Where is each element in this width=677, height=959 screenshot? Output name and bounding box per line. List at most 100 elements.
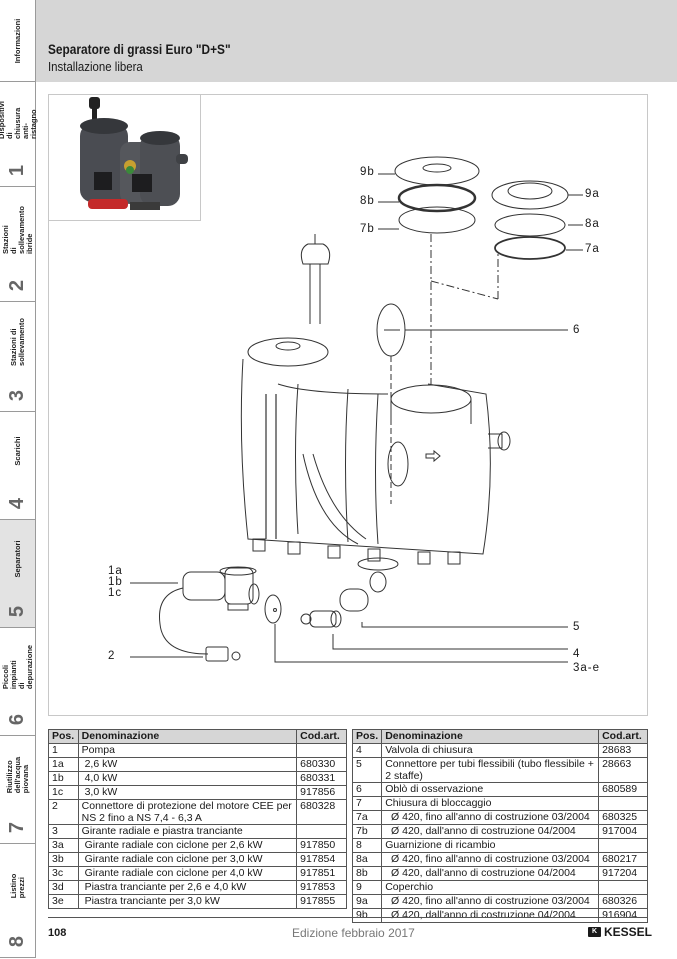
sidebar-tab-7[interactable]: Riutilizzo dell'acqua piovana 7 <box>0 736 35 844</box>
cell-name: Girante radiale con ciclone per 3,0 kW <box>77 852 298 867</box>
viewport-6 <box>376 303 406 357</box>
sidebar-tab-3[interactable]: Stazioni di sollevamento 3 <box>0 302 35 412</box>
cell-name: Pompa <box>77 743 298 758</box>
valve-4 <box>300 610 342 628</box>
cell-code: 680328 <box>296 799 347 825</box>
separator-photo-illustration <box>80 97 188 210</box>
cell-pos: 9 <box>351 880 383 895</box>
col-pos: Pos. <box>351 729 383 744</box>
table-row: 9a Ø 420, fino all'anno di costruzione 0… <box>351 894 648 909</box>
cell-pos: 1 <box>48 743 79 758</box>
table-row: 8b Ø 420, dall'anno di costruzione 04/20… <box>351 866 648 881</box>
sidebar-tab-2[interactable]: Stazioni di sollevamento ibride 2 <box>0 187 35 302</box>
cover-9b <box>394 156 480 186</box>
table-header-row: Pos. Denominazione Cod.art. <box>48 729 347 744</box>
cell-name: Ø 420, dall'anno di costruzione 04/2004 <box>381 908 600 923</box>
table-row: 3c Girante radiale con ciclone per 4,0 k… <box>48 866 347 881</box>
table-row: 8a Ø 420, fino all'anno di costruzione 0… <box>351 852 648 867</box>
table-row: 7b Ø 420, dall'anno di costruzione 04/20… <box>351 824 648 839</box>
cell-code <box>598 838 648 853</box>
cell-code: 680331 <box>296 771 347 786</box>
cell-pos: 1b <box>48 771 79 786</box>
cell-name: Ø 420, fino all'anno di costruzione 03/2… <box>381 894 600 909</box>
callout-8a: 8a <box>585 218 600 230</box>
sidebar-tab-label: Stazioni di sollevamento ibride <box>0 205 34 254</box>
cell-name: 3,0 kW <box>77 785 298 800</box>
callout-7b: 7b <box>360 223 375 235</box>
impeller-3 <box>264 594 282 624</box>
cell-pos: 1c <box>48 785 79 800</box>
cell-name: Girante radiale e piastra tranciante <box>77 824 298 839</box>
tank-body <box>240 234 511 571</box>
seal-8b <box>397 183 477 213</box>
cell-pos: 9a <box>351 894 383 909</box>
cell-name: Guarnizione di ricambio <box>381 838 600 853</box>
cell-name: Coperchio <box>381 880 600 895</box>
col-code: Cod.art. <box>296 729 347 744</box>
sidebar-tab-label: Piccoli impianti di depurazione <box>0 644 34 690</box>
cell-pos: 1a <box>48 757 79 772</box>
cell-code: 917204 <box>598 866 648 881</box>
sidebar-tab-number: 3 <box>6 389 28 402</box>
cell-name: 2,6 kW <box>77 757 298 772</box>
sidebar-tab-label: Stazioni di sollevamento <box>8 318 26 366</box>
sidebar-tab-number: 2 <box>6 279 28 292</box>
col-code: Cod.art. <box>598 729 648 744</box>
sidebar-tab-number: 5 <box>6 605 28 618</box>
cell-name: Oblò di osservazione <box>381 782 600 797</box>
cell-name: Chiusura di bloccaggio <box>381 796 600 811</box>
sidebar-tab-number: 7 <box>6 821 28 834</box>
sidebar-tab-label: Separatori <box>12 540 22 578</box>
sidebar-tab-info[interactable]: Informazioni <box>0 0 35 82</box>
cell-pos: 6 <box>351 782 383 797</box>
sidebar-tab-label: Riutilizzo dell'acqua piovana <box>4 756 30 794</box>
cover-9a <box>491 180 569 210</box>
page-header: Separatore di grassi Euro "D+S" Installa… <box>36 0 677 82</box>
cell-code: 917850 <box>296 838 347 853</box>
callout-1abc: 1a 1b 1c <box>108 565 123 599</box>
cell-code: 28683 <box>598 743 648 758</box>
hose-connector-5 <box>339 571 387 612</box>
motor-protection-connector-2 <box>205 646 241 662</box>
table-row: 7a Ø 420, fino all'anno di costruzione 0… <box>351 810 648 825</box>
cell-pos: 2 <box>48 799 79 825</box>
cell-name: Ø 420, fino all'anno di costruzione 03/2… <box>381 810 600 825</box>
sidebar-tab-label: Scarichi <box>12 436 22 466</box>
col-name: Denominazione <box>381 729 600 744</box>
page-subtitle: Installazione libera <box>48 59 143 74</box>
sidebar-tab-label: Dispositivi di chiusura anti-ristagno <box>0 100 38 139</box>
cell-name: 4,0 kW <box>77 771 298 786</box>
callout-leaders <box>130 173 583 663</box>
col-pos: Pos. <box>48 729 79 744</box>
edition-label: Edizione febbraio 2017 <box>292 926 415 940</box>
cell-pos: 3d <box>48 880 79 895</box>
cell-name: Ø 420, dall'anno di costruzione 04/2004 <box>381 824 600 839</box>
cell-code: 680325 <box>598 810 648 825</box>
cell-name: Piastra tranciante per 2,6 e 4,0 kW <box>77 880 298 895</box>
table-row: 9b Ø 420, dall'anno di costruzione 04/20… <box>351 908 648 923</box>
cell-code: 917004 <box>598 824 648 839</box>
cell-pos: 3 <box>48 824 79 839</box>
callout-5: 5 <box>573 621 581 633</box>
sidebar-tab-5[interactable]: Separatori 5 <box>0 520 35 628</box>
kessel-logo-icon: K <box>588 927 601 937</box>
sidebar-tab-label: Informazioni <box>12 18 22 64</box>
cell-code: 917854 <box>296 852 347 867</box>
exploded-diagram-frame <box>48 94 648 716</box>
